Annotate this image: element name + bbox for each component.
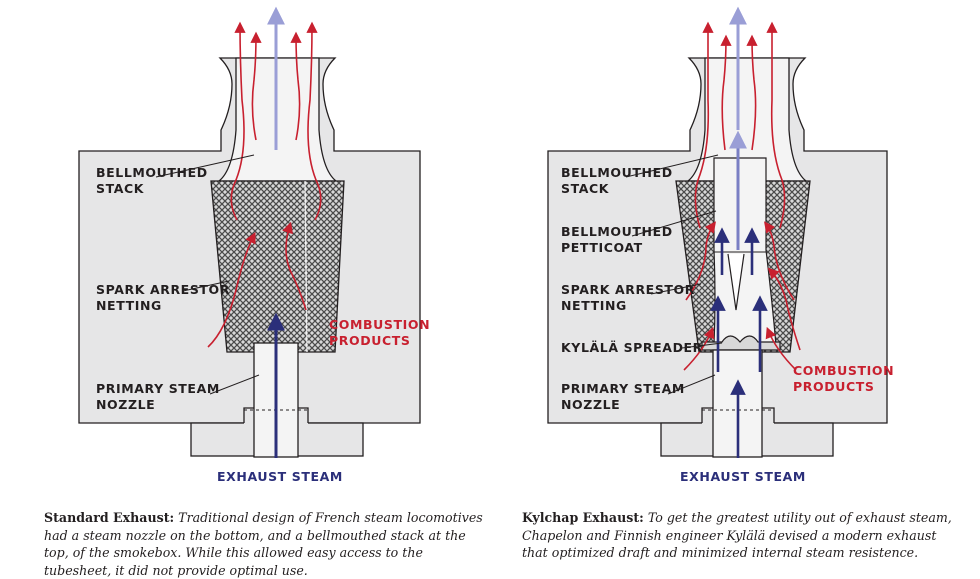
- label-bellmouthed-stack: BELLMOUTHED STACK: [96, 165, 213, 196]
- spark-arrestor-netting: [210, 180, 345, 353]
- steam-arrows: [710, 227, 768, 458]
- caption-title: Standard Exhaust:: [44, 510, 175, 525]
- left-diagram: BELLMOUTHED STACK SPARK ARRESTOR NETTING…: [78, 6, 435, 484]
- caption-standard-exhaust: Standard Exhaust: Traditional design of …: [44, 509, 494, 579]
- caption-title: Kylchap Exhaust:: [522, 510, 644, 525]
- combustion-arrows: [683, 21, 801, 371]
- label-kylala-spreader: KYLÄLÄ SPREADER: [561, 340, 703, 355]
- label-spark-arrestor: SPARK ARRESTOR NETTING: [96, 282, 235, 313]
- label-bellmouthed-stack: BELLMOUTHED STACK: [561, 165, 678, 196]
- right-diagram: BELLMOUTHED STACK BELLMOUTHED PETTICOAT …: [547, 6, 899, 484]
- label-primary-nozzle: PRIMARY STEAM NOZZLE: [96, 381, 225, 412]
- caption-kylchap-exhaust: Kylchap Exhaust: To get the greatest uti…: [522, 509, 952, 562]
- caption-body: To get the greatest utility out of exhau…: [522, 510, 952, 560]
- label-bellmouthed-petticoat: BELLMOUTHED PETTICOAT: [561, 224, 678, 255]
- label-primary-nozzle: PRIMARY STEAM NOZZLE: [561, 381, 690, 412]
- label-combustion-products: COMBUSTION PRODUCTS: [329, 317, 435, 348]
- label-exhaust-steam: EXHAUST STEAM: [217, 469, 343, 484]
- label-exhaust-steam: EXHAUST STEAM: [680, 469, 806, 484]
- label-combustion-products: COMBUSTION PRODUCTS: [793, 363, 899, 394]
- combustion-arrows: [207, 21, 322, 348]
- label-spark-arrestor: SPARK ARRESTOR NETTING: [561, 282, 700, 313]
